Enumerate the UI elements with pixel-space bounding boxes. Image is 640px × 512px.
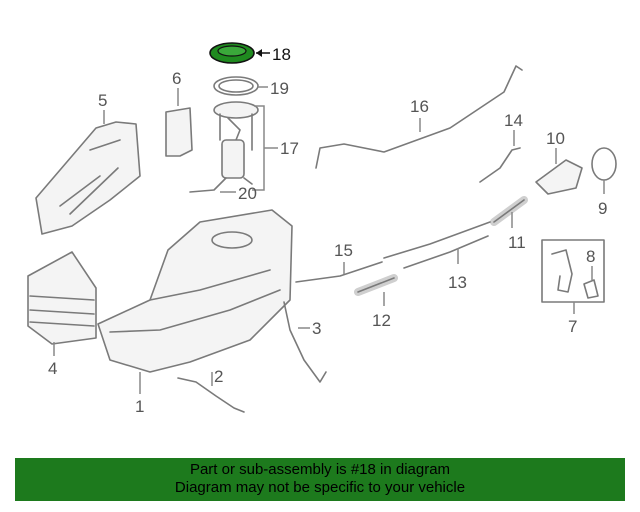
part-13-fuel-lines (383, 221, 491, 269)
callout-16[interactable]: 16 (410, 97, 429, 116)
part-9-gasket (591, 147, 617, 181)
callout-13[interactable]: 13 (448, 273, 467, 292)
part-15-tube (295, 261, 383, 283)
part-19-gasket (213, 76, 259, 96)
part-6-bracket (165, 107, 193, 157)
callout-7[interactable]: 7 (568, 317, 577, 336)
banner-line-2: Diagram may not be specific to your vehi… (174, 479, 466, 496)
part-12-outline (357, 277, 395, 293)
part-1-detail (109, 269, 281, 333)
part-2-strap (177, 377, 245, 413)
part-3-strap (283, 301, 327, 383)
arrowhead-18 (256, 49, 262, 57)
callout-20[interactable]: 20 (238, 184, 257, 203)
callout-1[interactable]: 1 (135, 397, 144, 416)
part-18-lock-ring[interactable] (209, 42, 255, 64)
part-4-detail (29, 295, 95, 327)
callout-15[interactable]: 15 (334, 241, 353, 260)
part-7-clip (551, 249, 573, 293)
part-5-heat-shield (35, 121, 141, 235)
part-14-tube (479, 147, 521, 183)
part-10-filler-neck (535, 159, 583, 195)
callout-10[interactable]: 10 (546, 129, 565, 148)
callout-3[interactable]: 3 (312, 319, 321, 338)
callout-8[interactable]: 8 (586, 247, 595, 266)
callout-6[interactable]: 6 (172, 69, 181, 88)
callout-4[interactable]: 4 (48, 359, 57, 378)
part-7-kit-box (541, 239, 605, 303)
part-5-detail (59, 139, 121, 215)
callout-9[interactable]: 9 (598, 199, 607, 218)
callout-2[interactable]: 2 (214, 367, 223, 386)
callout-12[interactable]: 12 (372, 311, 391, 330)
part-17-fuel-pump-module (189, 101, 259, 193)
parts-diagram: 18 19 17 20 5 6 4 1 2 3 16 (27, 42, 617, 416)
banner-line-1: Part or sub-assembly is #18 in diagram (189, 461, 451, 478)
callout-18[interactable]: 18 (272, 45, 291, 64)
callout-17[interactable]: 17 (280, 139, 299, 158)
part-11-outline (493, 199, 525, 223)
bracket-17 (252, 105, 265, 191)
part-8-clip (583, 279, 599, 299)
callout-5[interactable]: 5 (98, 91, 107, 110)
callout-11[interactable]: 11 (508, 233, 526, 252)
callout-14[interactable]: 14 (504, 111, 523, 130)
info-banner: Part or sub-assembly is #18 in diagram D… (15, 458, 625, 501)
part-16-vent-tube (315, 65, 523, 169)
callout-19[interactable]: 19 (270, 79, 289, 98)
part-1-pump-opening (211, 231, 253, 249)
